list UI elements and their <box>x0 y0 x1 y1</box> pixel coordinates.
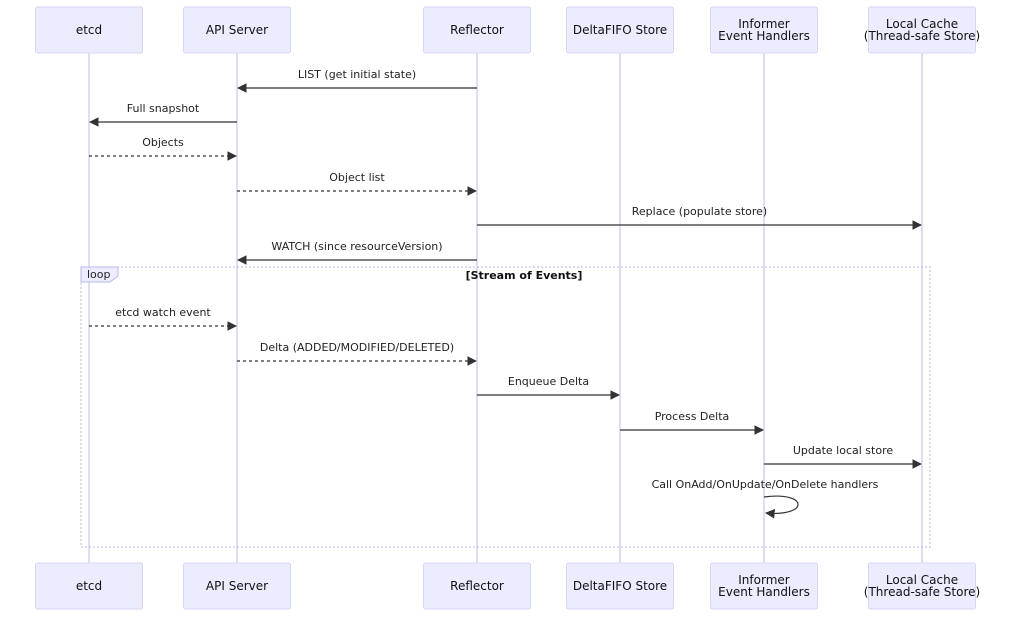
participant-api-top: API Server <box>183 6 291 54</box>
message-2: Full snapshot <box>89 102 237 127</box>
participant-box <box>566 6 674 54</box>
participant-label: Reflector <box>450 579 504 593</box>
participant-label: Event Handlers <box>718 29 810 43</box>
participant-label: DeltaFIFO Store <box>573 579 667 593</box>
message-10: Process Delta <box>620 410 764 435</box>
participant-box <box>423 562 531 610</box>
loop-tab <box>80 266 119 283</box>
participant-label: Local Cache <box>886 573 958 587</box>
participant-cache-bottom: Local Cache(Thread-safe Store) <box>864 562 980 610</box>
participant-label: Event Handlers <box>718 585 810 599</box>
message-1: LIST (get initial state) <box>237 68 477 93</box>
loop-label: loop <box>87 268 111 281</box>
message-label: Objects <box>142 136 184 149</box>
loop-frame <box>80 266 931 548</box>
participant-etcd-top: etcd <box>35 6 143 54</box>
message-12: Call OnAdd/OnUpdate/OnDelete handlers <box>652 478 879 519</box>
message-label: Update local store <box>793 444 894 457</box>
participant-box <box>183 6 291 54</box>
participant-label: Local Cache <box>886 17 958 31</box>
participant-box <box>710 562 818 610</box>
message-label: Full snapshot <box>127 102 200 115</box>
message-label: etcd watch event <box>115 306 211 319</box>
message-7: etcd watch event <box>89 306 237 331</box>
participant-label: API Server <box>206 23 268 37</box>
participant-label: DeltaFIFO Store <box>573 23 667 37</box>
participant-fifo-top: DeltaFIFO Store <box>566 6 674 54</box>
message-5: Replace (populate store) <box>477 205 922 230</box>
message-arrow <box>763 495 799 519</box>
message-3: Objects <box>89 136 237 161</box>
participant-label: API Server <box>206 579 268 593</box>
participant-box <box>183 562 291 610</box>
participant-etcd-bottom: etcd <box>35 562 143 610</box>
participant-box <box>710 6 818 54</box>
participant-box <box>566 562 674 610</box>
message-label: Replace (populate store) <box>632 205 767 218</box>
message-4: Object list <box>237 171 477 196</box>
message-11: Update local store <box>764 444 922 469</box>
message-label: Call OnAdd/OnUpdate/OnDelete handlers <box>652 478 879 491</box>
message-8: Delta (ADDED/MODIFIED/DELETED) <box>237 341 477 366</box>
participant-cache-top: Local Cache(Thread-safe Store) <box>864 6 980 54</box>
message-label: LIST (get initial state) <box>298 68 416 81</box>
participant-label: (Thread-safe Store) <box>864 29 980 43</box>
participant-label: Informer <box>738 17 790 31</box>
participant-label: Reflector <box>450 23 504 37</box>
message-6: WATCH (since resourceVersion) <box>237 240 477 265</box>
participant-fifo-bottom: DeltaFIFO Store <box>566 562 674 610</box>
participant-label: etcd <box>76 579 102 593</box>
message-label: Delta (ADDED/MODIFIED/DELETED) <box>260 341 454 354</box>
participant-label: Informer <box>738 573 790 587</box>
message-label: WATCH (since resourceVersion) <box>271 240 442 253</box>
message-label: Enqueue Delta <box>508 375 589 388</box>
participant-box <box>423 6 531 54</box>
participant-box <box>35 6 143 54</box>
participant-api-bottom: API Server <box>183 562 291 610</box>
participant-box <box>868 562 976 610</box>
participant-reflector-top: Reflector <box>423 6 531 54</box>
message-label: Object list <box>329 171 385 184</box>
participant-reflector-bottom: Reflector <box>423 562 531 610</box>
participant-label: (Thread-safe Store) <box>864 585 980 599</box>
participant-label: etcd <box>76 23 102 37</box>
participant-box <box>35 562 143 610</box>
message-9: Enqueue Delta <box>477 375 620 400</box>
message-label: Process Delta <box>655 410 730 423</box>
participant-box <box>868 6 976 54</box>
loop-condition: [Stream of Events] <box>466 269 583 282</box>
